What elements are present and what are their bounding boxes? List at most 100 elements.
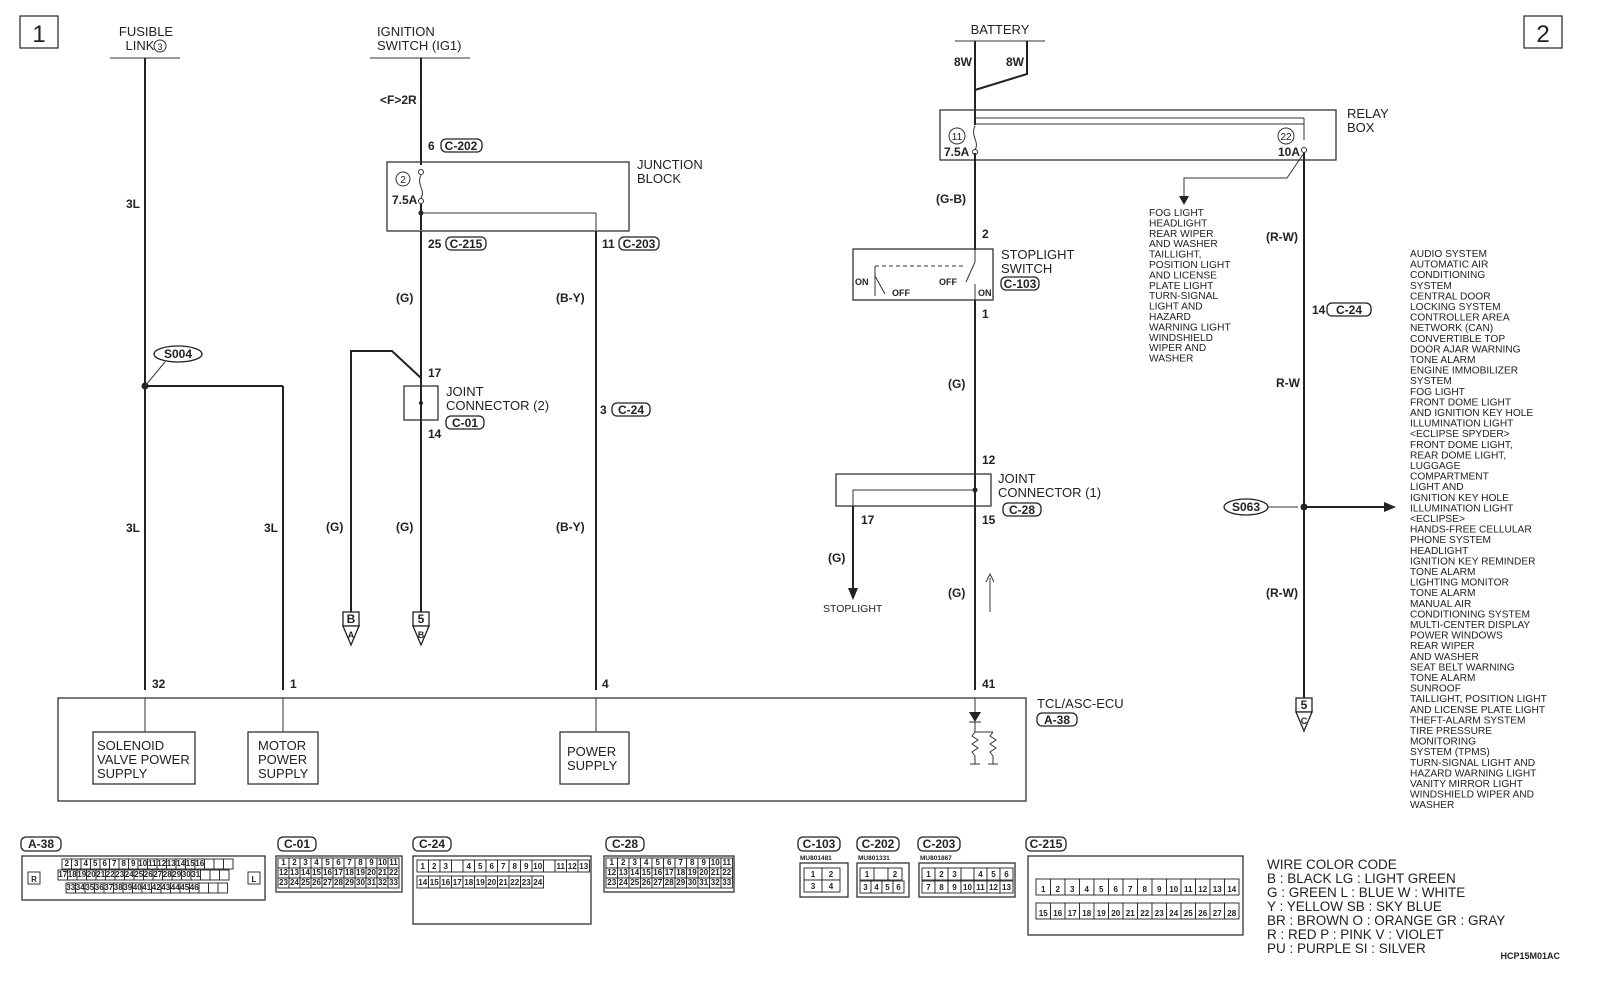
- load-list-item: ILLUMINATION LIGHT: [1410, 419, 1513, 430]
- connector-pin-number: 9: [131, 859, 136, 868]
- load-list-item: SUNROOF: [1410, 684, 1461, 695]
- connector-pin-number: 8: [690, 858, 695, 867]
- connector-pin-number: 26: [144, 870, 153, 879]
- offpage-c-arrow: [1295, 711, 1313, 733]
- jc2-label: JOINT: [446, 384, 484, 399]
- relay-load-item: HEADLIGHT: [1149, 218, 1207, 229]
- conn-a38-side-l: L: [252, 875, 257, 884]
- figure-id: HCP15M01AC: [1500, 951, 1560, 961]
- connector-pin-number: 30: [688, 878, 697, 887]
- jb-fuse-top: [418, 169, 424, 175]
- load-list-item: FRONT DOME LIGHT: [1410, 397, 1511, 408]
- conn-c103-tag-box: [797, 836, 841, 852]
- splice-label-s004: S004: [164, 347, 192, 361]
- connector-pin-number: 37: [104, 883, 113, 892]
- connector-pin-number: 5: [325, 858, 330, 867]
- conn-c203-tag-box: [917, 836, 961, 852]
- jc1-conn-box: [1002, 502, 1042, 517]
- ecu-pin-32: 32: [152, 677, 166, 691]
- load-list-item: REAR WIPER: [1410, 641, 1475, 652]
- conn-c24-tag-box: [412, 836, 452, 852]
- connector-pin-cell: [821, 879, 841, 893]
- connector-pin-number: 25: [301, 878, 310, 887]
- connector-pin-number: 12: [279, 868, 288, 877]
- offpage-a-sub: A: [348, 630, 355, 640]
- connector-pin-number: 29: [172, 870, 181, 879]
- conn-c202-tag-box: [856, 836, 900, 852]
- color-code-line-4: BR : BROWN O : ORANGE GR : GRAY: [1267, 913, 1505, 928]
- connector-pin-number: 28: [665, 878, 674, 887]
- conn-c01-tag-box: [277, 836, 317, 852]
- connector-pin-number: 7: [1128, 885, 1133, 894]
- relay-fuse2-num: 22: [1280, 132, 1292, 143]
- load-list-item: NETWORK (CAN): [1410, 323, 1493, 334]
- connector-pin-number: 19: [688, 868, 697, 877]
- connector-pin-number: 8: [939, 883, 944, 892]
- connector-pin-cell: [209, 869, 220, 881]
- load-list-item: CONTROLLER AREA: [1410, 313, 1510, 324]
- jb-out1-conn-box: [445, 236, 487, 251]
- connector-pin-cell: [217, 882, 228, 894]
- c24-conn-box: [611, 402, 651, 417]
- jc1-label: JOINT: [998, 471, 1036, 486]
- connector-pin-number: 41: [142, 883, 151, 892]
- connector-pin-number: 31: [699, 878, 708, 887]
- connector-pin-number: 3: [811, 882, 816, 891]
- connector-pin-number: 2: [65, 859, 70, 868]
- conn-c103-body: [799, 862, 849, 898]
- connector-pin-number: 10: [963, 883, 972, 892]
- connector-pin-number: 20: [1111, 909, 1120, 918]
- load-list-item: HANDS-FREE CELLULAR: [1410, 525, 1532, 536]
- load-list-item: CONDITIONING: [1410, 270, 1485, 281]
- connector-pin-number: 43: [161, 883, 170, 892]
- connector-pin-number: 22: [106, 870, 115, 879]
- connector-pin-number: 7: [679, 858, 684, 867]
- ecu-pin-41: 41: [982, 677, 996, 691]
- load-list-item: TAILLIGHT, POSITION LIGHT: [1410, 694, 1547, 705]
- connector-pin-number: 24: [533, 878, 542, 887]
- jc1-pin-out1: 17: [861, 513, 875, 527]
- connector-pin-number: 9: [524, 862, 529, 871]
- jc1-conn: C-28: [1009, 503, 1035, 517]
- connector-pin-number: 45: [180, 883, 189, 892]
- load-list-item: WASHER: [1410, 800, 1454, 811]
- connector-pin-cell: [219, 869, 230, 881]
- sw-pin-out: 1: [982, 307, 989, 321]
- jb-out2-conn-box: [618, 236, 660, 251]
- load-list-item: AND LICENSE PLATE LIGHT: [1410, 705, 1545, 716]
- connector-pin-number: 24: [619, 878, 628, 887]
- load-list-item: SEAT BELT WARNING: [1410, 662, 1515, 673]
- connector-pin-cell: [208, 882, 219, 894]
- load-list-item: AND WASHER: [1410, 652, 1479, 663]
- connector-pin-number: 1: [926, 870, 931, 879]
- connector-pin-number: 5: [1099, 885, 1104, 894]
- relay-load-item: WINDSHIELD: [1149, 333, 1213, 344]
- connector-pin-number: 21: [96, 870, 105, 879]
- connector-pin-cell: [960, 867, 975, 881]
- jc1-pin-out2: 15: [982, 513, 996, 527]
- connector-pin-number: 19: [356, 868, 365, 877]
- load-list-item: CONVERTIBLE TOP: [1410, 334, 1505, 345]
- connector-pin-number: 15: [186, 859, 195, 868]
- relay-load-item: WARNING LIGHT: [1149, 322, 1231, 333]
- jb-fuse-num-circle: [395, 171, 411, 187]
- color-code-title: WIRE COLOR CODE: [1267, 857, 1397, 872]
- color-code-line-3: Y : YELLOW SB : SKY BLUE: [1267, 899, 1442, 914]
- color-code-line-1: B : BLACK LG : LIGHT GREEN: [1267, 871, 1456, 886]
- connector-pin-number: 9: [702, 858, 707, 867]
- connector-pin-cell: [204, 858, 215, 870]
- jb-fuse-bottom: [418, 198, 424, 204]
- page-number-right: 2: [1536, 21, 1549, 48]
- relay-loads-arrow: [1179, 196, 1189, 205]
- connector-pin-number: 27: [1213, 909, 1222, 918]
- jb-code: <F>2R: [380, 93, 417, 107]
- connector-pin-number: 29: [345, 878, 354, 887]
- connector-pin-number: 26: [642, 878, 651, 887]
- connector-pin-number: 16: [441, 878, 450, 887]
- conn-c103-part: MU801481: [800, 855, 832, 862]
- jb-in-conn: C-202: [445, 139, 478, 153]
- jb-fuse-num: 2: [400, 175, 406, 186]
- connector-pin-number: 7: [112, 859, 117, 868]
- connector-pin-number: 26: [312, 878, 321, 887]
